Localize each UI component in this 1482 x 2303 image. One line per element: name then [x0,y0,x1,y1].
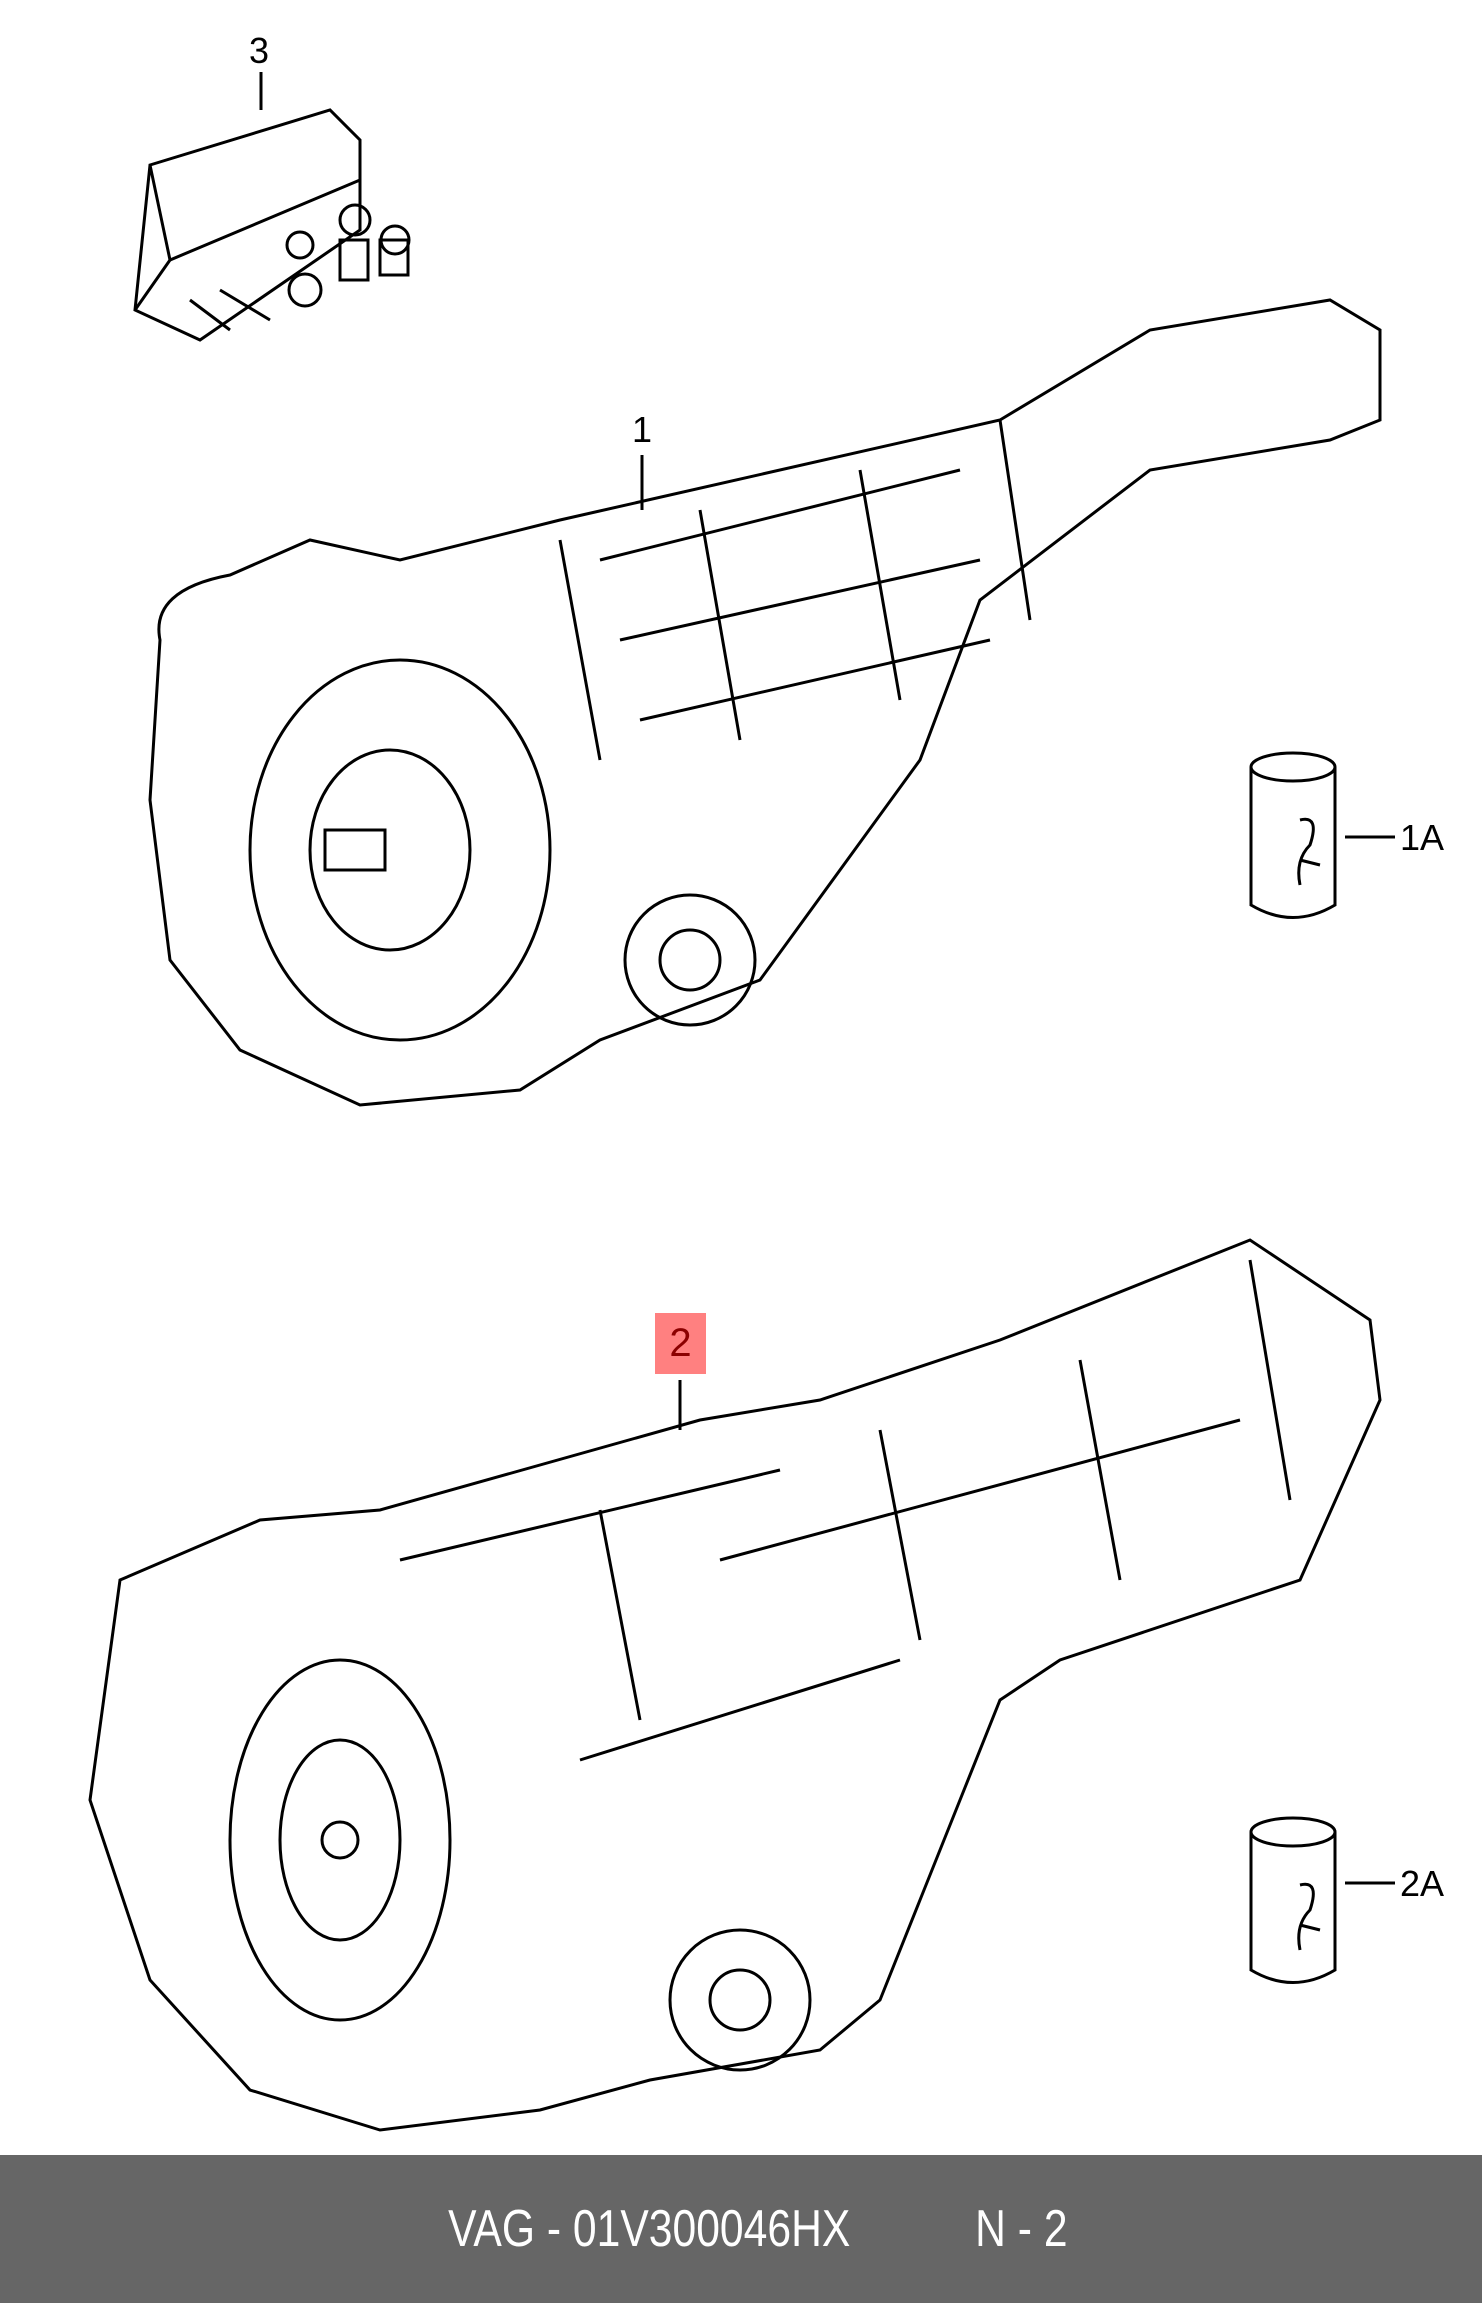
footer-position: N - 2 [975,2200,1068,2258]
callout-2-highlighted[interactable]: 2 [655,1313,706,1374]
oil-can-1a-drawing [1249,751,1395,919]
callout-1: 1 [632,409,653,450]
callout-1a: 1A [1400,817,1445,858]
transmission-1-drawing [148,298,1382,1107]
callout-2-label: 2 [669,1321,692,1365]
tool-kit-drawing [133,72,411,342]
footer-bar: VAG - 01V300046HX N - 2 [0,2155,1482,2303]
callout-2a: 2A [1400,1863,1445,1904]
transmission-2-drawing [88,1238,1382,2132]
oil-can-2a-drawing [1249,1816,1395,1984]
exploded-parts-diagram [88,72,1395,2132]
footer-part-number: VAG - 01V300046HX [448,2200,851,2258]
callout-3: 3 [249,30,270,71]
